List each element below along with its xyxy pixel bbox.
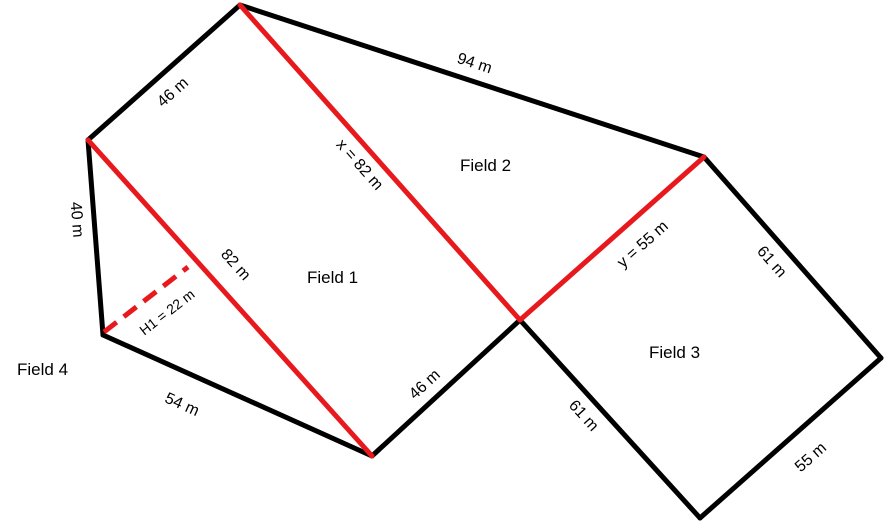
edge-bottom-left [100, 332, 375, 459]
field2-label: Field 2 [460, 156, 511, 175]
side-left-label: 40 m [67, 201, 87, 238]
diagonal-field1-label: 82 m [217, 246, 253, 284]
diagonal-y [517, 154, 707, 323]
side-bottom-left-label: 54 m [162, 390, 201, 420]
edge-left [85, 137, 106, 338]
height-h1 [102, 265, 190, 334]
diagonal-x [237, 2, 523, 323]
edge-middle-right-lower [517, 317, 703, 521]
red-diagonals [85, 2, 707, 459]
diagonal-x-label: x = 82 m [332, 136, 386, 194]
field3-label: Field 3 [649, 343, 700, 362]
edge-middle-lower [369, 317, 523, 459]
side-top-left-label: 46 m [154, 74, 192, 110]
field1-label: Field 1 [307, 268, 358, 287]
side-bottom-right-label: 55 m [792, 439, 830, 475]
side-top-label: 94 m [455, 50, 494, 77]
edge-top [237, 2, 707, 160]
diagonal-field1 [85, 137, 375, 459]
height-h1-label: H1 = 22 m [136, 286, 197, 338]
outline-edges [85, 2, 884, 521]
edge-right-upper [701, 154, 884, 361]
edge-top-left [85, 2, 243, 143]
field4-label: Field 4 [17, 360, 68, 379]
edge-bottom-right [697, 355, 884, 521]
